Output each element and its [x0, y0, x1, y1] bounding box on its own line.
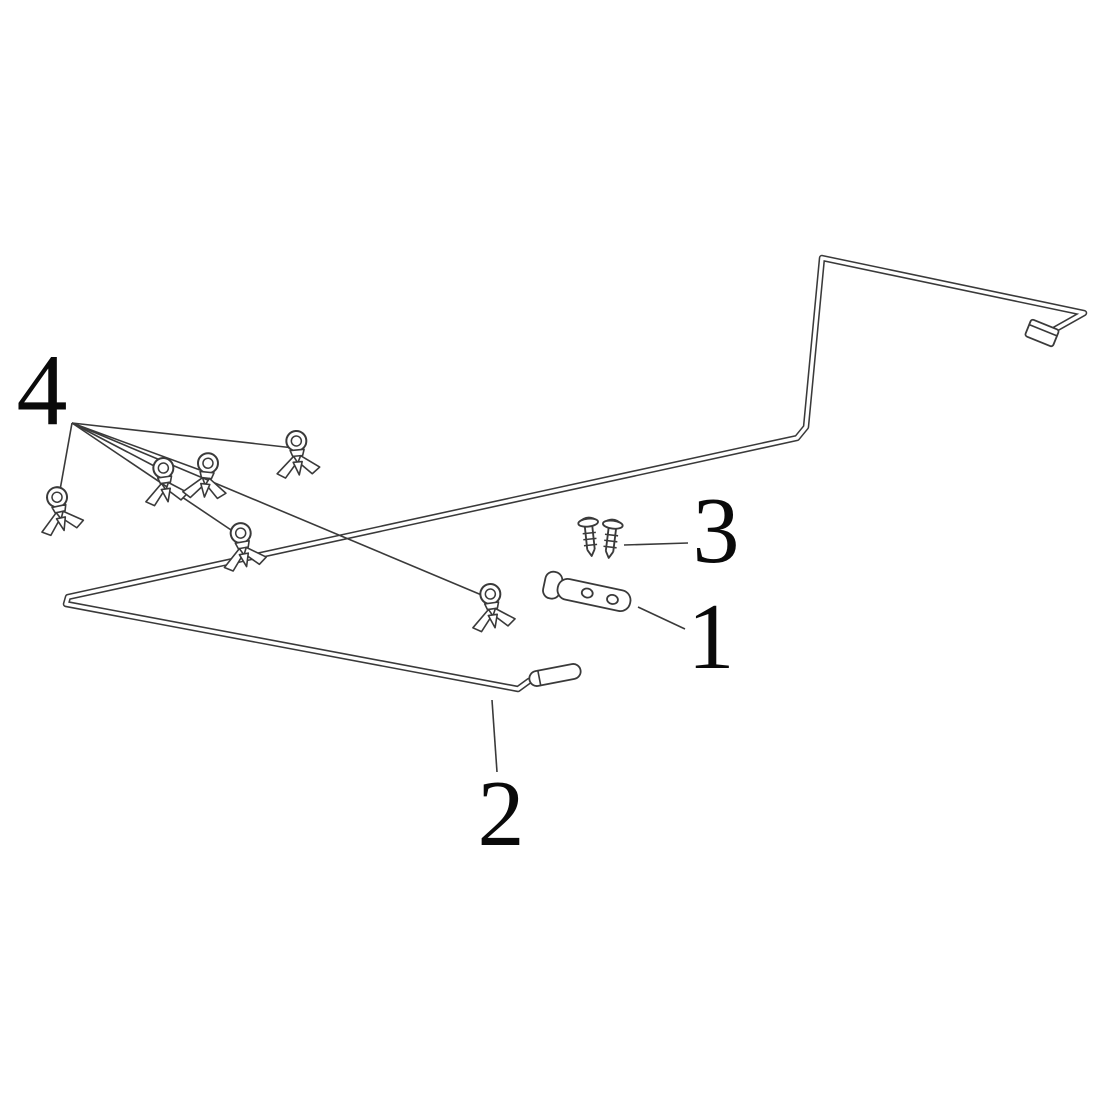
- leader-line-3: [623, 542, 689, 546]
- leader-line-4a: [59, 422, 73, 491]
- retainer-clips-group: [32, 428, 518, 634]
- push-rivet-icon: [597, 517, 625, 561]
- callout-1-label: 1: [688, 585, 735, 689]
- callout-3-label: 3: [693, 479, 740, 583]
- leader-line-4c: [71, 422, 201, 471]
- leader-line-4f: [71, 422, 485, 597]
- leader-lines: [59, 422, 689, 773]
- leader-line-2: [491, 699, 498, 773]
- rod-tube-outline: [62, 254, 1088, 693]
- callout-2-label: 2: [478, 762, 525, 866]
- rod-assembly: [62, 254, 1088, 693]
- retainer-clip-icon: [272, 428, 322, 480]
- rod-tube-core: [64, 256, 1086, 691]
- retainer-clip-icon: [466, 580, 518, 634]
- leader-line-4b: [71, 422, 159, 469]
- push-rivet-icon: [576, 515, 603, 558]
- callout-labels: 4 3 1 2: [17, 334, 740, 866]
- retainer-clip-icon: [181, 449, 231, 503]
- leader-line-4d: [71, 422, 295, 449]
- bracket-icon: [542, 570, 632, 613]
- retainer-clip-icon: [32, 482, 87, 538]
- push-rivets-group: [576, 515, 625, 561]
- leader-line-1: [637, 606, 686, 630]
- rod-end-connector: [1024, 318, 1060, 348]
- callout-4-label: 4: [17, 334, 68, 447]
- rod-tip: [528, 663, 582, 687]
- leader-line-4e: [71, 422, 241, 537]
